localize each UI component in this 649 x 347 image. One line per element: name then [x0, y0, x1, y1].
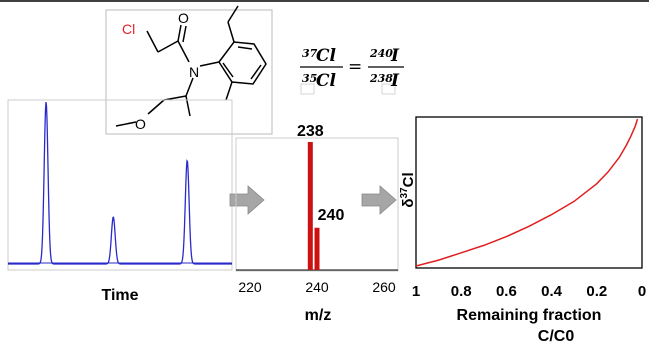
mass-spectrum-bar	[314, 227, 320, 270]
eq-lhs-num-mass: 37	[302, 47, 318, 60]
eq-lhs-den-element: Cl	[316, 71, 337, 91]
fractionation-tick-label: 0.2	[586, 283, 607, 300]
mass-spectrum-tick-label: 260	[372, 279, 396, 295]
fractionation-xlabel-2: C/C0	[538, 328, 575, 345]
eq-rhs-den-element: I	[390, 71, 400, 91]
eq-lhs-placeholder-box	[300, 83, 315, 95]
chromatogram-trace	[8, 102, 232, 265]
fractionation-plot-area	[415, 116, 643, 269]
eq-lhs-den-mass: 35	[302, 72, 317, 85]
fractionation-tick-label: 1	[412, 283, 420, 300]
mass-spectrum-bar-label: 238	[297, 123, 324, 140]
chlorine-atom-label: Cl	[122, 21, 135, 37]
eq-rhs-placeholder-box	[381, 83, 396, 95]
chromatogram-frame	[7, 99, 233, 271]
mass-spectrum-bar-label: 240	[318, 207, 345, 224]
fractionation-tick-label: 0.6	[496, 283, 517, 300]
molecule-frame	[105, 9, 273, 135]
fractionation-xlabel: Remaining fraction	[457, 307, 602, 324]
fractionation-tick-label: 0	[638, 283, 646, 300]
mass-spectrum-panel: 238 240 220 240 260 m/z	[235, 123, 399, 324]
fractionation-curve	[415, 118, 639, 267]
eq-rhs-den-mass: 238	[369, 72, 393, 85]
mass-spectrum-xlabel: m/z	[305, 307, 332, 324]
eq-equals-sign: =	[348, 57, 362, 77]
eq-lhs-num-element: Cl	[316, 46, 337, 66]
process-arrows	[229, 185, 397, 215]
ether-oxygen-label: O	[135, 116, 146, 132]
eq-rhs-num-element: I	[390, 46, 400, 66]
mass-spectrum-frame	[235, 137, 399, 272]
fractionation-tick-label: 0.8	[451, 283, 472, 300]
fractionation-tick-label: 0.4	[541, 283, 563, 300]
mass-spectrum-tick-label: 240	[305, 279, 329, 295]
chromatogram-panel: Time	[7, 99, 233, 304]
nitrogen-atom-label: N	[189, 64, 199, 80]
mass-spectrum-tick-label: 220	[238, 279, 262, 295]
arrow-right-icon	[229, 185, 265, 215]
fractionation-ylabel: δ37Cl	[399, 172, 417, 207]
eq-rhs-num-mass: 240	[369, 47, 393, 60]
mass-spectrum-bar	[307, 142, 313, 270]
chromatogram-xlabel: Time	[101, 287, 138, 304]
carbonyl-oxygen-label: O	[178, 10, 189, 26]
arrow-right-icon	[361, 185, 397, 215]
isotope-ratio-equation: 37 Cl 35 Cl = 240 I 238 I	[300, 46, 404, 95]
molecule-bonds	[115, 5, 267, 127]
molecule-structure: Cl O N O	[105, 5, 273, 135]
